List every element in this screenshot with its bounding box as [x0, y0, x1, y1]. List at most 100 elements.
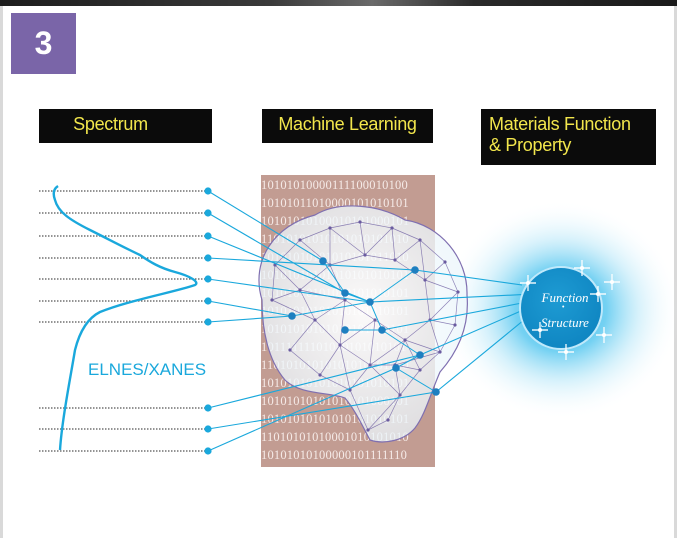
output-connection-line — [369, 294, 523, 303]
mesh-edge — [424, 261, 446, 281]
mesh-edge — [391, 227, 421, 241]
binary-line: 10101010100000101111110 — [261, 448, 408, 462]
hidden-connection-line — [369, 301, 383, 331]
mesh-edge — [399, 369, 421, 396]
sparkle-core — [610, 280, 614, 284]
mesh-edge — [329, 227, 366, 256]
hidden-node — [432, 388, 440, 396]
input-connection-line — [207, 278, 371, 303]
mesh-vertex — [313, 318, 317, 322]
mesh-edge — [349, 389, 369, 431]
hidden-node — [416, 351, 424, 359]
top-border-strip — [0, 0, 677, 6]
mesh-edge — [364, 254, 396, 261]
input-node — [204, 425, 212, 433]
mesh-vertex — [338, 343, 342, 347]
mesh-edge — [314, 299, 346, 321]
mesh-vertex — [363, 253, 367, 257]
input-node — [204, 209, 212, 217]
input-connection-line — [207, 257, 416, 271]
mesh-vertex — [358, 220, 362, 224]
mesh-edge — [369, 364, 401, 396]
mesh-edge — [367, 394, 401, 431]
mesh-edge — [339, 319, 376, 346]
mesh-edge — [369, 339, 406, 366]
orb-sparkles — [520, 260, 620, 360]
mesh-edge — [339, 299, 346, 346]
mesh-edge — [364, 227, 393, 256]
sparkle-core — [538, 328, 542, 332]
mesh-edge — [289, 349, 321, 376]
mesh-vertex — [298, 238, 302, 242]
function-structure-orb — [519, 266, 603, 350]
binary-line: 10101011010000101010101 — [261, 196, 409, 210]
mesh-vertex — [453, 323, 457, 327]
mesh-edge — [374, 319, 406, 341]
mesh-vertex — [373, 318, 377, 322]
hidden-connection-line — [395, 367, 437, 393]
sparkle-core — [596, 292, 600, 296]
mesh-edge — [289, 319, 316, 351]
elnes-xanes-label: ELNES/XANES — [88, 360, 207, 379]
mesh-edge — [339, 344, 351, 391]
input-connection-line — [207, 300, 293, 317]
left-frame-edge — [0, 6, 3, 538]
brain-shape — [258, 205, 468, 443]
mesh-vertex — [443, 260, 447, 264]
materials-header: Materials Function & Property — [481, 109, 656, 165]
mesh-edge — [419, 351, 441, 371]
input-node — [204, 404, 212, 412]
mesh-vertex — [418, 238, 422, 242]
input-connection-line — [207, 315, 293, 323]
mesh-edge — [359, 221, 366, 256]
input-connection-line — [207, 212, 346, 294]
mesh-vertex — [298, 288, 302, 292]
orb-label-structure: Structure — [541, 315, 589, 330]
mesh-vertex — [328, 226, 332, 230]
mesh-vertex — [456, 290, 460, 294]
output-connection-line — [419, 309, 523, 356]
mesh-edge — [319, 374, 351, 391]
hidden-connection-line — [395, 354, 421, 369]
mesh-edge — [424, 279, 431, 321]
spectrum-curve — [52, 185, 198, 451]
mesh-edge — [429, 291, 459, 321]
input-node — [204, 187, 212, 195]
input-node — [204, 297, 212, 305]
machine-learning-header-label: Machine Learning — [278, 114, 417, 134]
mesh-vertex — [270, 298, 274, 302]
spectrum-energy-lines — [39, 190, 208, 452]
spectrum-header-label: Spectrum — [73, 114, 148, 134]
input-connection-line — [207, 367, 397, 452]
mesh-edge — [419, 239, 426, 281]
materials-header-line1: Materials Function — [489, 114, 631, 134]
binary-line: 10101010000111100010100 — [261, 178, 408, 192]
mesh-edge — [319, 344, 341, 376]
spectrum-header: Spectrum — [39, 109, 212, 143]
hidden-node — [411, 266, 419, 274]
mesh-edge — [394, 239, 421, 261]
mesh-vertex — [318, 373, 322, 377]
input-node — [204, 254, 212, 262]
hidden-node — [319, 257, 327, 265]
mesh-edge — [339, 344, 371, 366]
mesh-vertex — [438, 350, 442, 354]
mesh-vertex — [403, 338, 407, 342]
mesh-edge — [444, 261, 459, 293]
mesh-edge — [429, 319, 456, 326]
hidden-node — [392, 364, 400, 372]
materials-header-line2: & Property — [489, 135, 572, 155]
input-connection-line — [207, 190, 324, 262]
mesh-edge — [344, 299, 376, 321]
mesh-edge — [404, 339, 441, 353]
mesh-vertex — [418, 368, 422, 372]
sparkle-core — [580, 266, 584, 270]
mesh-edge — [299, 227, 331, 241]
sparkle-core — [526, 281, 530, 285]
hidden-connection-line — [344, 292, 371, 303]
mesh-edge — [314, 319, 341, 346]
hidden-node — [366, 298, 374, 306]
mesh-edge — [391, 227, 396, 261]
mesh-edge — [419, 239, 446, 263]
hidden-connection-line — [369, 269, 416, 303]
